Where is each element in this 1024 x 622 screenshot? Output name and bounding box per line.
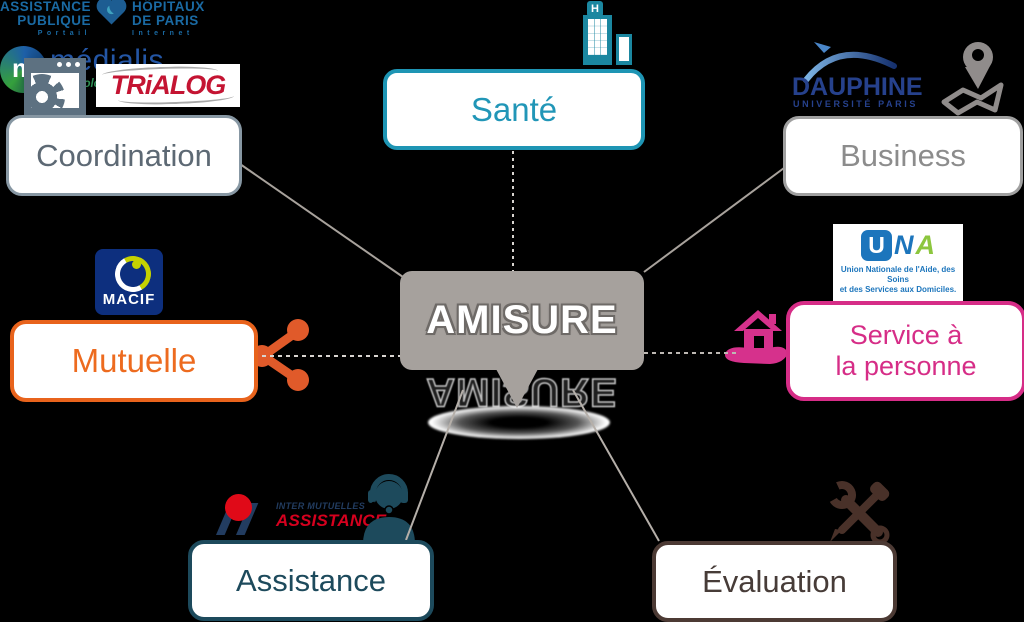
gear-icon bbox=[31, 74, 65, 108]
node-service-a-la-personne: Service à la personne bbox=[786, 301, 1024, 401]
line-coordination-center bbox=[239, 163, 404, 278]
tools-icon bbox=[828, 481, 890, 545]
node-evaluation-label: Évaluation bbox=[702, 563, 847, 599]
aphp-hopitaux: HÔPITAUX bbox=[132, 0, 205, 14]
node-assistance: Assistance bbox=[188, 540, 434, 621]
macif-dot bbox=[132, 260, 141, 269]
macif-logo-text: MACIF bbox=[102, 291, 156, 308]
aphp-de-paris: DE PARIS bbox=[132, 12, 199, 28]
trialog-logo-text: TRiALOG bbox=[110, 70, 226, 100]
share-icon bbox=[251, 319, 309, 391]
node-coordination-label: Coordination bbox=[36, 137, 212, 173]
inter-mutuelles-assistance-logo: INTER MUTUELLES ASSISTANCE bbox=[212, 494, 386, 540]
window-pane bbox=[31, 73, 79, 108]
node-evaluation: Évaluation bbox=[652, 541, 897, 622]
aphp-logo: ASSISTANCE PUBLIQUE Portail HÔPITAUX DE … bbox=[0, 0, 1024, 46]
node-service-label-line1: Service à bbox=[849, 319, 963, 350]
aphp-heart-icon bbox=[99, 0, 124, 25]
trialog-logo: TRiALOG bbox=[96, 64, 240, 107]
una-letter-n: N bbox=[894, 229, 914, 260]
node-coordination: Coordination bbox=[6, 115, 242, 196]
hospital-side-building bbox=[616, 34, 632, 65]
center-bubble-tail bbox=[496, 369, 538, 408]
hospital-tower bbox=[583, 15, 612, 65]
center-bubble: AMISURE bbox=[400, 271, 644, 370]
aphp-portail: Portail bbox=[37, 30, 92, 37]
dauphine-name: DAUPHINE bbox=[792, 73, 923, 101]
node-service-label-line2: la personne bbox=[835, 351, 977, 381]
node-business: Business bbox=[783, 116, 1023, 196]
dauphine-subtitle: UNIVERSITÉ PARIS bbox=[793, 99, 918, 109]
node-business-label: Business bbox=[840, 138, 966, 174]
node-mutuelle-label: Mutuelle bbox=[71, 342, 197, 380]
node-sante-label: Santé bbox=[470, 90, 558, 128]
hospital-h-badge: H bbox=[587, 1, 603, 17]
node-assistance-label: Assistance bbox=[236, 562, 386, 598]
dauphine-logo: DAUPHINE UNIVERSITÉ PARIS bbox=[792, 42, 934, 112]
aphp-internet: Internet bbox=[132, 30, 194, 37]
ima-line1: INTER MUTUELLES bbox=[276, 501, 365, 511]
hand-house-icon bbox=[724, 310, 788, 364]
dauphine-dolphin-icon bbox=[803, 42, 897, 83]
window-dots bbox=[57, 62, 80, 67]
una-logo: U N A Union Nationale de l'Aide, des Soi… bbox=[833, 224, 963, 302]
line-business-center bbox=[643, 167, 785, 273]
aphp-publique: PUBLIQUE bbox=[17, 12, 92, 28]
macif-logo: MACIF bbox=[95, 249, 163, 315]
headset-person-icon bbox=[363, 474, 415, 544]
ima-line2: ASSISTANCE bbox=[276, 511, 387, 530]
macif-swirl-icon bbox=[110, 251, 156, 297]
una-letter-a: A bbox=[915, 229, 936, 260]
window-gear-icon bbox=[24, 58, 86, 115]
hospital-building-icon: H bbox=[576, 1, 634, 65]
center-title: AMISURE bbox=[426, 298, 618, 342]
una-letter-u: U bbox=[861, 229, 892, 261]
una-caption-line1: Union Nationale de l'Aide, des Soins bbox=[840, 265, 956, 284]
node-sante: Santé bbox=[383, 69, 645, 150]
ima-red-circle bbox=[225, 494, 252, 521]
node-mutuelle: Mutuelle bbox=[10, 320, 258, 402]
una-caption-line2: et des Services aux Domiciles. bbox=[839, 285, 957, 294]
aphp-assistance: ASSISTANCE bbox=[0, 0, 92, 14]
map-pin-icon bbox=[941, 42, 1004, 116]
